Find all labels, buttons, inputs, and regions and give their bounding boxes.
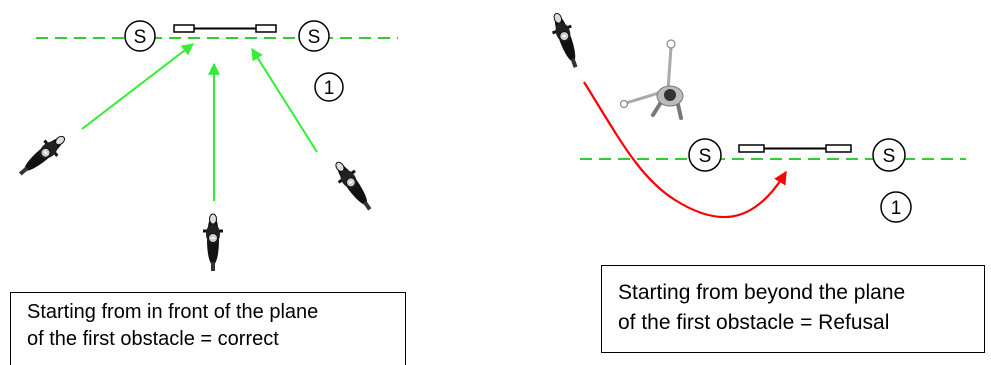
left-obstacle-number-circle xyxy=(314,72,344,102)
correct-approach-arrow-left xyxy=(81,43,194,130)
motorcycle-rider-icon xyxy=(12,128,72,184)
refusal-approach-arrow xyxy=(583,81,787,219)
motorcycle-rider-icon xyxy=(327,155,380,217)
right-obstacle-number-circle xyxy=(880,191,912,223)
left-obstacle-number: 1 xyxy=(324,78,335,99)
left-obstacle xyxy=(173,24,277,33)
left-panel: S S 1 xyxy=(12,20,398,273)
correct-approach-arrow-right xyxy=(251,47,318,153)
right-caption-box: Starting from beyond the plane of the fi… xyxy=(601,265,985,353)
right-start-marker-left xyxy=(688,138,722,172)
motorcycle-rider-icon xyxy=(545,8,587,73)
right-obstacle xyxy=(738,144,852,153)
left-start-marker-left xyxy=(124,20,156,52)
left-start-marker-left-label: S xyxy=(134,27,147,48)
right-start-marker-left-label: S xyxy=(699,146,712,167)
right-panel: S S 1 xyxy=(545,8,966,223)
left-caption-box: Starting from in front of the plane of t… xyxy=(10,292,406,365)
right-start-marker-right-label: S xyxy=(883,146,896,167)
left-caption-line-1: Starting from in front of the plane xyxy=(27,301,319,323)
left-start-marker-right xyxy=(298,20,330,52)
right-obstacle-number: 1 xyxy=(891,198,902,219)
left-caption-line-2: of the first obstacle = correct xyxy=(27,328,279,350)
right-caption-line-2: of the first obstacle = Refusal xyxy=(618,311,890,334)
motorcycle-rider-icon xyxy=(201,212,225,273)
right-start-marker-right xyxy=(872,138,906,172)
observer-person-icon xyxy=(619,39,684,120)
left-start-marker-right-label: S xyxy=(308,27,321,48)
right-caption-line-1: Starting from beyond the plane xyxy=(618,281,906,304)
